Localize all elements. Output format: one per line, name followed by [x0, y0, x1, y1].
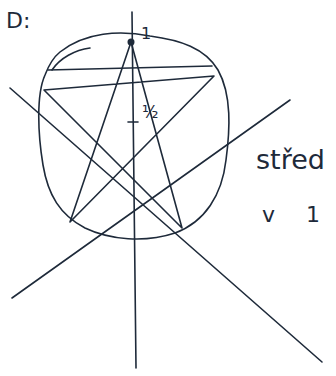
diagonal-line — [12, 100, 290, 298]
vertical-axis — [132, 12, 136, 368]
diagonal-line — [10, 88, 322, 362]
top-point — [128, 39, 135, 46]
note-word: střed — [256, 146, 325, 173]
wobbly-circle-2 — [52, 48, 90, 70]
diagram-letter: D: — [6, 10, 30, 32]
axis-tick — [128, 121, 138, 123]
axis-value: ½ — [142, 104, 158, 121]
note-number: 1 — [306, 204, 320, 226]
point-value: 1 — [141, 26, 151, 42]
chord — [48, 66, 212, 70]
note-word: v — [262, 204, 275, 226]
star-outline — [44, 42, 214, 228]
